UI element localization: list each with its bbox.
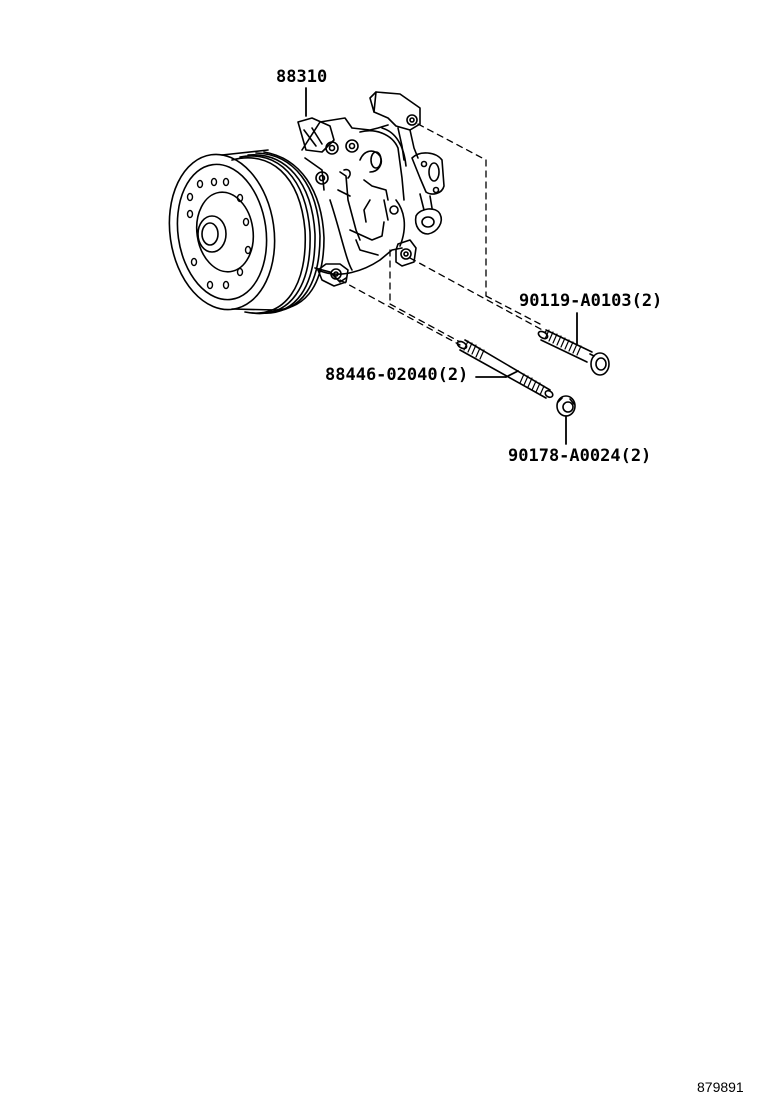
callout-stud-bolt-88446-02040: 88446-02040(2)	[325, 365, 469, 385]
diagram-id: 879891	[697, 1079, 744, 1095]
callout-nut-90178-A0024: 90178-A0024(2)	[508, 446, 652, 466]
compressor-pulley-icon	[168, 149, 325, 315]
callout-flange-bolt-90119-A0103: 90119-A0103(2)	[519, 291, 663, 311]
leader-lines	[305, 87, 578, 445]
nut-icon	[556, 395, 576, 417]
flange-bolt-icon	[537, 329, 610, 376]
stud-bolt-icon	[456, 339, 554, 399]
assembly-guide-lines	[339, 123, 547, 346]
callout-compressor-88310: 88310	[276, 67, 328, 87]
compressor-body-icon	[297, 91, 445, 287]
